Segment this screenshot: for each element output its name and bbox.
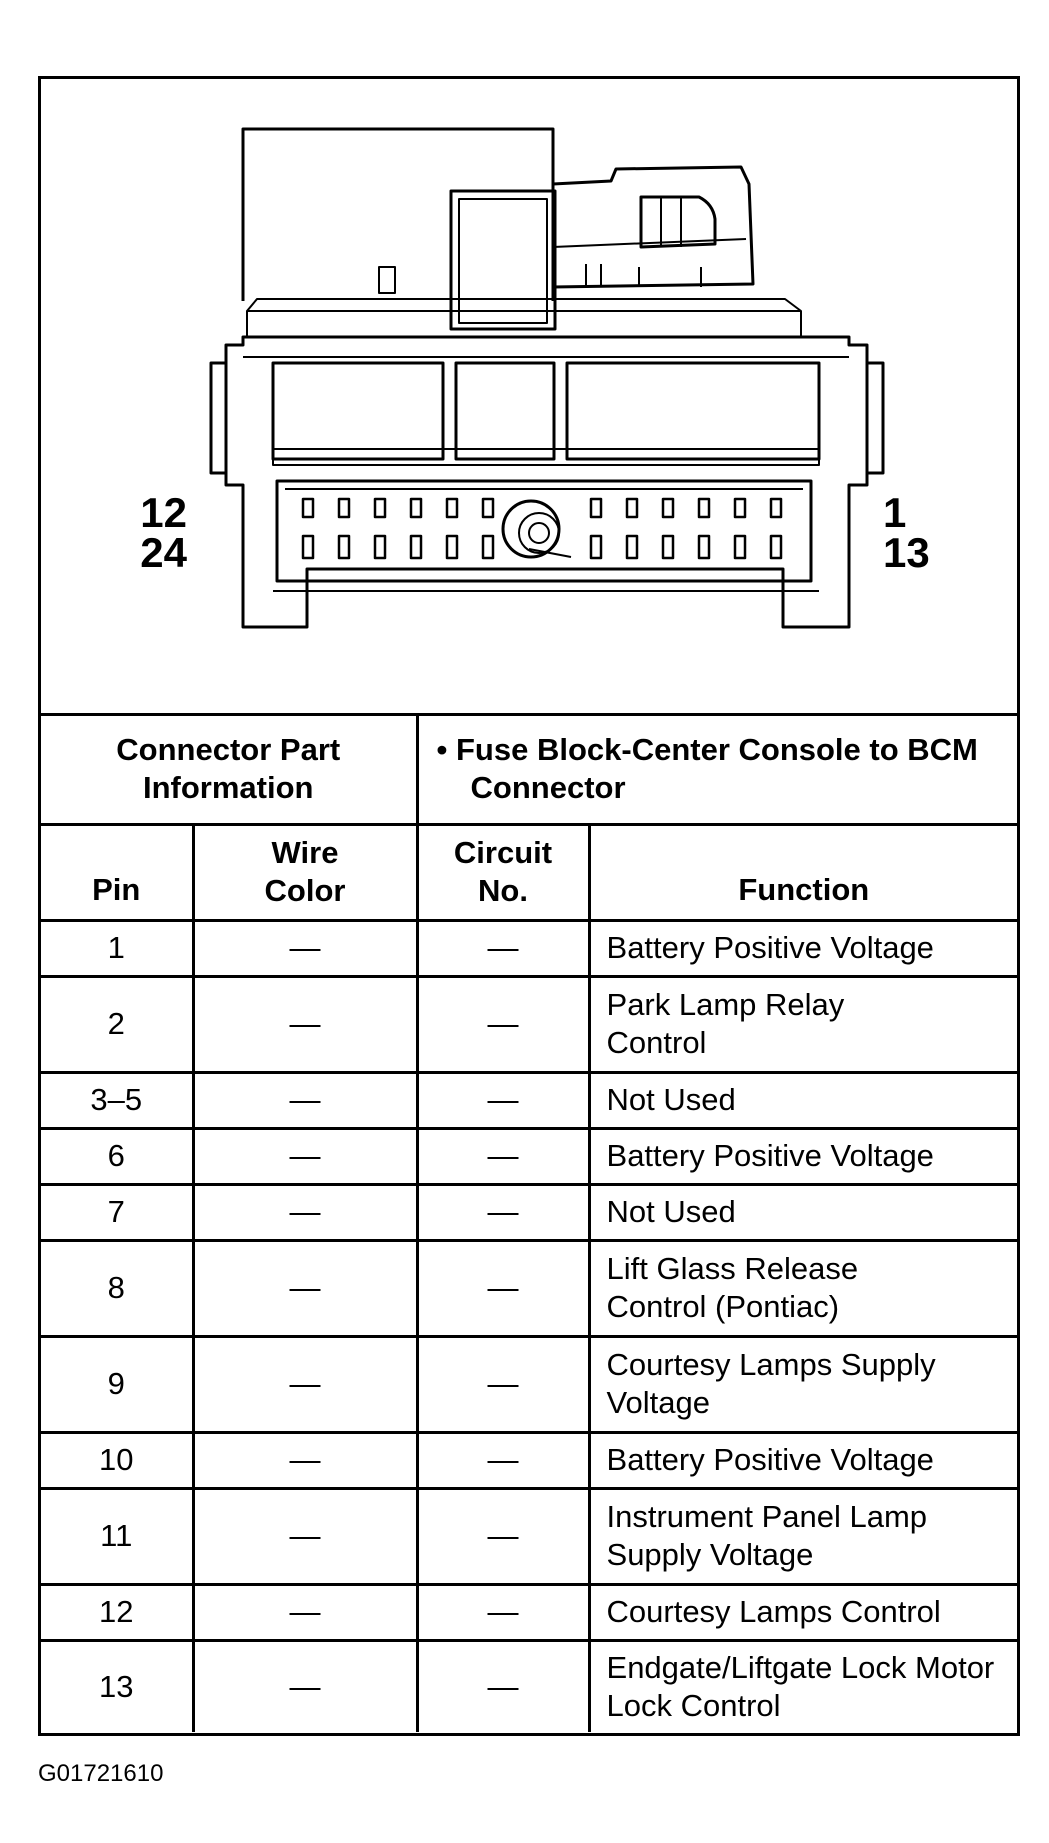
- function-cell: Courtesy Lamps Supply Voltage: [587, 1334, 1018, 1434]
- wire-color-cell: —: [191, 1638, 419, 1732]
- circuit-cell: —: [415, 1182, 591, 1242]
- function-cell: Park Lamp Relay Control: [587, 974, 1018, 1074]
- column-header-circuit-no: Circuit No.: [415, 822, 591, 922]
- function-cell: Lift Glass Release Control (Pontiac): [587, 1238, 1018, 1338]
- pin-cell: 8: [41, 1238, 195, 1338]
- pinout-figure: 12 24 1 13 Connector Part Information • …: [38, 76, 1020, 1736]
- table-row: 10 — — Battery Positive Voltage: [41, 1430, 1018, 1490]
- column-header-wire-color: Wire Color: [191, 822, 419, 922]
- pin-label-24: 24: [140, 529, 187, 576]
- table-row: 7 — — Not Used: [41, 1182, 1018, 1242]
- connector-center-tab: [449, 189, 557, 331]
- circuit-cell: —: [415, 1638, 591, 1732]
- table-row: 2 — — Park Lamp Relay Control: [41, 974, 1018, 1074]
- wire-color-cell: —: [191, 918, 419, 978]
- column-header-row: Pin Wire Color Circuit No. Function: [41, 822, 1018, 922]
- pin-label-13: 13: [883, 529, 930, 576]
- wire-color-cell: —: [191, 1486, 419, 1586]
- circuit-cell: —: [415, 1486, 591, 1586]
- wire-color-cell: —: [191, 1182, 419, 1242]
- function-cell: Not Used: [587, 1182, 1018, 1242]
- pin-cell: 2: [41, 974, 195, 1074]
- column-header-pin-text: Pin: [92, 871, 141, 907]
- function-cell: Instrument Panel Lamp Supply Voltage: [587, 1486, 1018, 1586]
- connector-diagram: 12 24 1 13: [41, 79, 1017, 716]
- pin-label-1: 1: [883, 489, 907, 536]
- table-row: 11 — — Instrument Panel Lamp Supply Volt…: [41, 1486, 1018, 1586]
- connector-body: [224, 335, 869, 629]
- wire-color-cell: —: [191, 1582, 419, 1642]
- connector-info-row: Connector Part Information • Fuse Block-…: [41, 716, 1018, 826]
- function-cell: Battery Positive Voltage: [587, 918, 1018, 978]
- function-cell: Battery Positive Voltage: [587, 1430, 1018, 1490]
- pinout-table: Connector Part Information • Fuse Block-…: [41, 716, 1018, 1732]
- connector-latch: [551, 165, 755, 289]
- function-cell: Courtesy Lamps Control: [587, 1582, 1018, 1642]
- circuit-cell: —: [415, 974, 591, 1074]
- circuit-cell: —: [415, 1070, 591, 1130]
- table-row: 3–5 — — Not Used: [41, 1070, 1018, 1130]
- terminal-pins-row-2: [301, 534, 783, 560]
- circuit-cell: —: [415, 1582, 591, 1642]
- function-cell: Endgate/Liftgate Lock Motor Lock Control: [587, 1638, 1018, 1732]
- pin-label-left: 12 24: [125, 489, 187, 576]
- figure-id: G01721610: [38, 1760, 164, 1787]
- circuit-cell: —: [415, 1430, 591, 1490]
- column-header-function-text: Function: [738, 871, 870, 907]
- pin-label-12: 12: [140, 489, 187, 536]
- pin-cell: 9: [41, 1334, 195, 1434]
- pin-cell: 10: [41, 1430, 195, 1490]
- pin-cell: 13: [41, 1638, 195, 1732]
- table-row: 9 — — Courtesy Lamps Supply Voltage: [41, 1334, 1018, 1434]
- table-row: 12 — — Courtesy Lamps Control: [41, 1582, 1018, 1642]
- pin-cell: 7: [41, 1182, 195, 1242]
- column-header-pin: Pin: [41, 822, 195, 922]
- circuit-cell: —: [415, 1334, 591, 1434]
- pin-cell: 12: [41, 1582, 195, 1642]
- wire-color-cell: —: [191, 974, 419, 1074]
- function-cell: Not Used: [587, 1070, 1018, 1130]
- wire-color-cell: —: [191, 1070, 419, 1130]
- connector-drawing: [209, 127, 885, 629]
- column-header-function: Function: [587, 822, 1018, 922]
- connector-info-label: Connector Part Information: [41, 716, 419, 826]
- pin-cell: 6: [41, 1126, 195, 1186]
- table-row: 8 — — Lift Glass Release Control (Pontia…: [41, 1238, 1018, 1338]
- table-row: 13 — — Endgate/Liftgate Lock Motor Lock …: [41, 1638, 1018, 1732]
- table-row: 6 — — Battery Positive Voltage: [41, 1126, 1018, 1186]
- connector-housing-top: [241, 127, 555, 301]
- wire-color-cell: —: [191, 1334, 419, 1434]
- connector-info-value: • Fuse Block-Center Console to BCM Conne…: [415, 716, 1018, 826]
- circuit-cell: —: [415, 1238, 591, 1338]
- table-row: 1 — — Battery Positive Voltage: [41, 918, 1018, 978]
- wire-color-cell: —: [191, 1430, 419, 1490]
- circuit-cell: —: [415, 1126, 591, 1186]
- terminal-cavity: [275, 479, 813, 583]
- circuit-cell: —: [415, 918, 591, 978]
- function-cell: Battery Positive Voltage: [587, 1126, 1018, 1186]
- wire-color-cell: —: [191, 1126, 419, 1186]
- pin-cell: 11: [41, 1486, 195, 1586]
- pin-cell: 1: [41, 918, 195, 978]
- pin-label-right: 1 13: [883, 489, 963, 576]
- terminal-pins-row-1: [301, 497, 783, 519]
- wire-color-cell: —: [191, 1238, 419, 1338]
- pin-cell: 3–5: [41, 1070, 195, 1130]
